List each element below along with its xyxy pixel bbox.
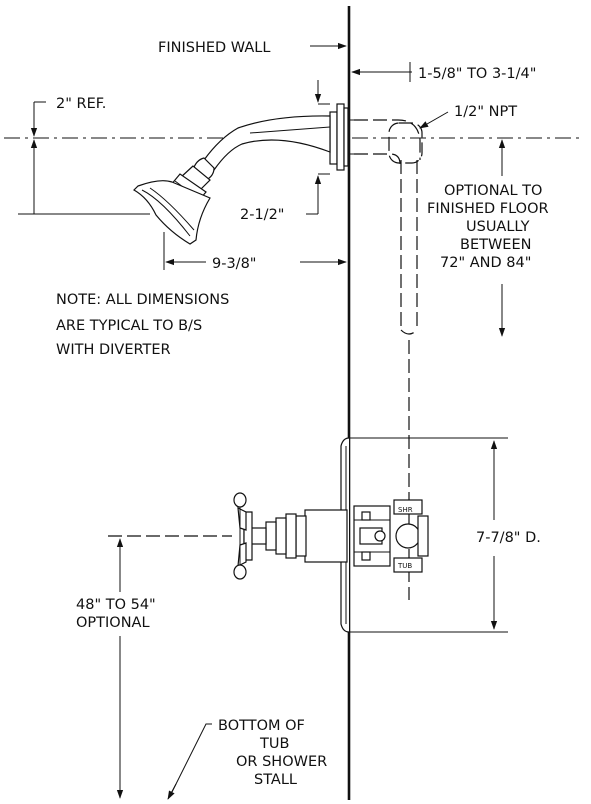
valve-tub-outlet-label: TUB bbox=[397, 562, 412, 570]
wall-offset-label: 1-5/8" TO 3-1/4" bbox=[418, 66, 536, 82]
supply-pipe bbox=[354, 119, 423, 600]
valve-shower-outlet-label: SHR bbox=[398, 506, 413, 514]
note-line3: WITH DIVERTER bbox=[56, 342, 171, 358]
bottom-label-line2: TUB bbox=[259, 736, 289, 752]
bottom-label-line3: OR SHOWER bbox=[236, 754, 327, 770]
optional-label-line5: 72" AND 84" bbox=[440, 255, 531, 271]
arm-drop-label: 2-1/2" bbox=[240, 207, 284, 223]
optional-label-line2: FINISHED FLOOR bbox=[427, 201, 549, 217]
bottom-label-line1: BOTTOM OF bbox=[218, 718, 305, 734]
valve-height-label-line1: 48" TO 54" bbox=[76, 597, 156, 613]
bottom-arrow bbox=[167, 783, 177, 800]
optional-label-line1: OPTIONAL TO bbox=[444, 183, 542, 199]
reach-label: 9-3/8" bbox=[212, 256, 256, 272]
trim-diameter-label: 7-7/8" D. bbox=[476, 530, 541, 546]
ref-label: 2" REF. bbox=[56, 96, 106, 112]
optional-label-line4: BETWEEN bbox=[460, 237, 531, 253]
npt-label: 1/2" NPT bbox=[454, 104, 517, 120]
valve-height-label-line2: OPTIONAL bbox=[76, 615, 150, 631]
finished-wall-label: FINISHED WALL bbox=[158, 40, 270, 56]
npt-leader bbox=[419, 111, 449, 129]
bottom-label-line4: STALL bbox=[254, 772, 297, 788]
note-line2: ARE TYPICAL TO B/S bbox=[56, 318, 202, 334]
shower-head bbox=[133, 103, 356, 245]
optional-label-line3: USUALLY bbox=[466, 219, 530, 235]
note-line1: NOTE: ALL DIMENSIONS bbox=[56, 292, 229, 308]
bottom-leader bbox=[169, 723, 212, 797]
valve-assembly bbox=[233, 437, 429, 633]
